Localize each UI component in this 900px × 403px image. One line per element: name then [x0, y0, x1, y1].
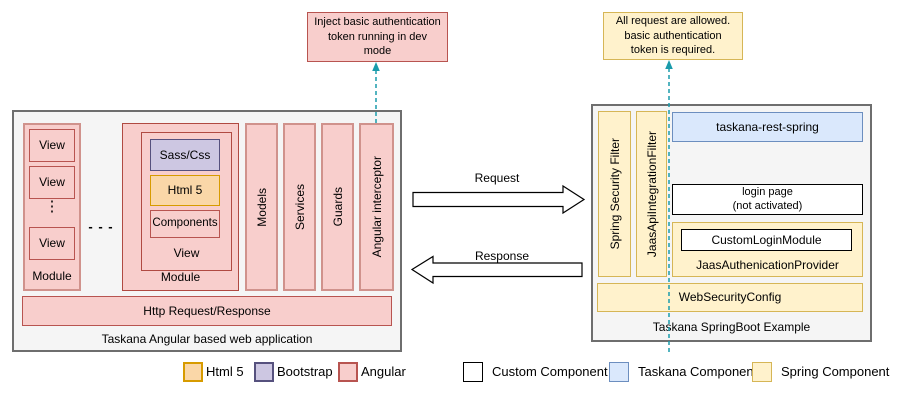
view-box: View: [29, 227, 75, 260]
jaas-authentication-provider-box: CustomLoginModule JaasAuthenicationProvi…: [672, 222, 863, 277]
module1-box: View View ⋮ View Module: [23, 123, 81, 291]
legend-swatch-custom-component: [463, 362, 483, 382]
http-request-response-bar: Http Request/Response: [22, 296, 392, 326]
angular-app-container: View View ⋮ View Module - - - Sass/Css H…: [12, 110, 402, 352]
view-box: View: [29, 129, 75, 162]
springboot-container: Spring Security Filter JaasApiIntegratio…: [591, 104, 872, 342]
module1-label: Module: [32, 269, 72, 283]
angular-interceptor-label: Angular interceptor: [369, 156, 384, 258]
request-arrow: [412, 184, 586, 215]
note-inject-auth-token: Inject basic authentication token runnin…: [307, 12, 448, 62]
web-security-config-bar: WebSecurityConfig: [597, 283, 863, 312]
view-container-box: Sass/Css Html 5 Components View: [141, 132, 232, 271]
view-box: View: [29, 166, 75, 199]
request-label: Request: [474, 171, 520, 185]
models-label: Models: [254, 187, 269, 227]
jaas-api-integration-filter-bar: JaasApiIntegrationFilter: [636, 111, 667, 277]
note-all-requests-allowed: All request are allowed. basic authentic…: [603, 12, 743, 60]
legend-swatch-angular: [338, 362, 358, 382]
vertical-ellipsis: ⋮: [44, 198, 60, 215]
legend-label-spring-component: Spring Component: [781, 364, 890, 379]
dashed-arrow-left-head: [372, 62, 380, 71]
sass-css-box: Sass/Css: [150, 139, 220, 171]
components-box: Components: [150, 210, 220, 238]
models-bar: Models: [245, 123, 278, 291]
spring-security-filter-label: Spring Security Filter: [607, 138, 622, 250]
html5-box: Html 5: [150, 175, 220, 206]
guards-bar: Guards: [321, 123, 354, 291]
custom-login-module-box: CustomLoginModule: [681, 229, 852, 251]
module2-label: Module: [160, 270, 201, 284]
angular-app-caption: Taskana Angular based web application: [101, 332, 313, 346]
legend-label-html5: Html 5: [206, 364, 244, 379]
dashed-arrow-right-head: [665, 60, 673, 69]
response-label: Response: [474, 249, 530, 263]
legend-label-bootstrap: Bootstrap: [277, 364, 333, 379]
legend-label-taskana-component: Taskana Component: [638, 364, 758, 379]
services-bar: Services: [283, 123, 316, 291]
legend-label-angular: Angular: [361, 364, 406, 379]
jaas-authentication-provider-label: JaasAuthenicationProvider: [696, 258, 839, 272]
legend-swatch-html5: [183, 362, 203, 382]
modules-ellipsis: - - -: [88, 219, 114, 234]
legend-swatch-bootstrap: [254, 362, 274, 382]
springboot-caption: Taskana SpringBoot Example: [652, 320, 811, 334]
angular-interceptor-bar: Angular interceptor: [359, 123, 394, 291]
legend-label-custom-component: Custom Component: [492, 364, 608, 379]
module2-box: Sass/Css Html 5 Components View Module: [122, 123, 239, 291]
guards-label: Guards: [330, 187, 345, 227]
view-container-label: View: [173, 246, 200, 260]
login-page-box: login page (not activated): [672, 184, 863, 215]
taskana-rest-spring-box: taskana-rest-spring: [672, 112, 863, 142]
spring-security-filter-bar: Spring Security Filter: [598, 111, 631, 277]
legend-swatch-taskana-component: [609, 362, 629, 382]
legend-swatch-spring-component: [752, 362, 772, 382]
services-label: Services: [292, 183, 307, 230]
jaas-api-integration-filter-label: JaasApiIntegrationFilter: [644, 130, 659, 258]
